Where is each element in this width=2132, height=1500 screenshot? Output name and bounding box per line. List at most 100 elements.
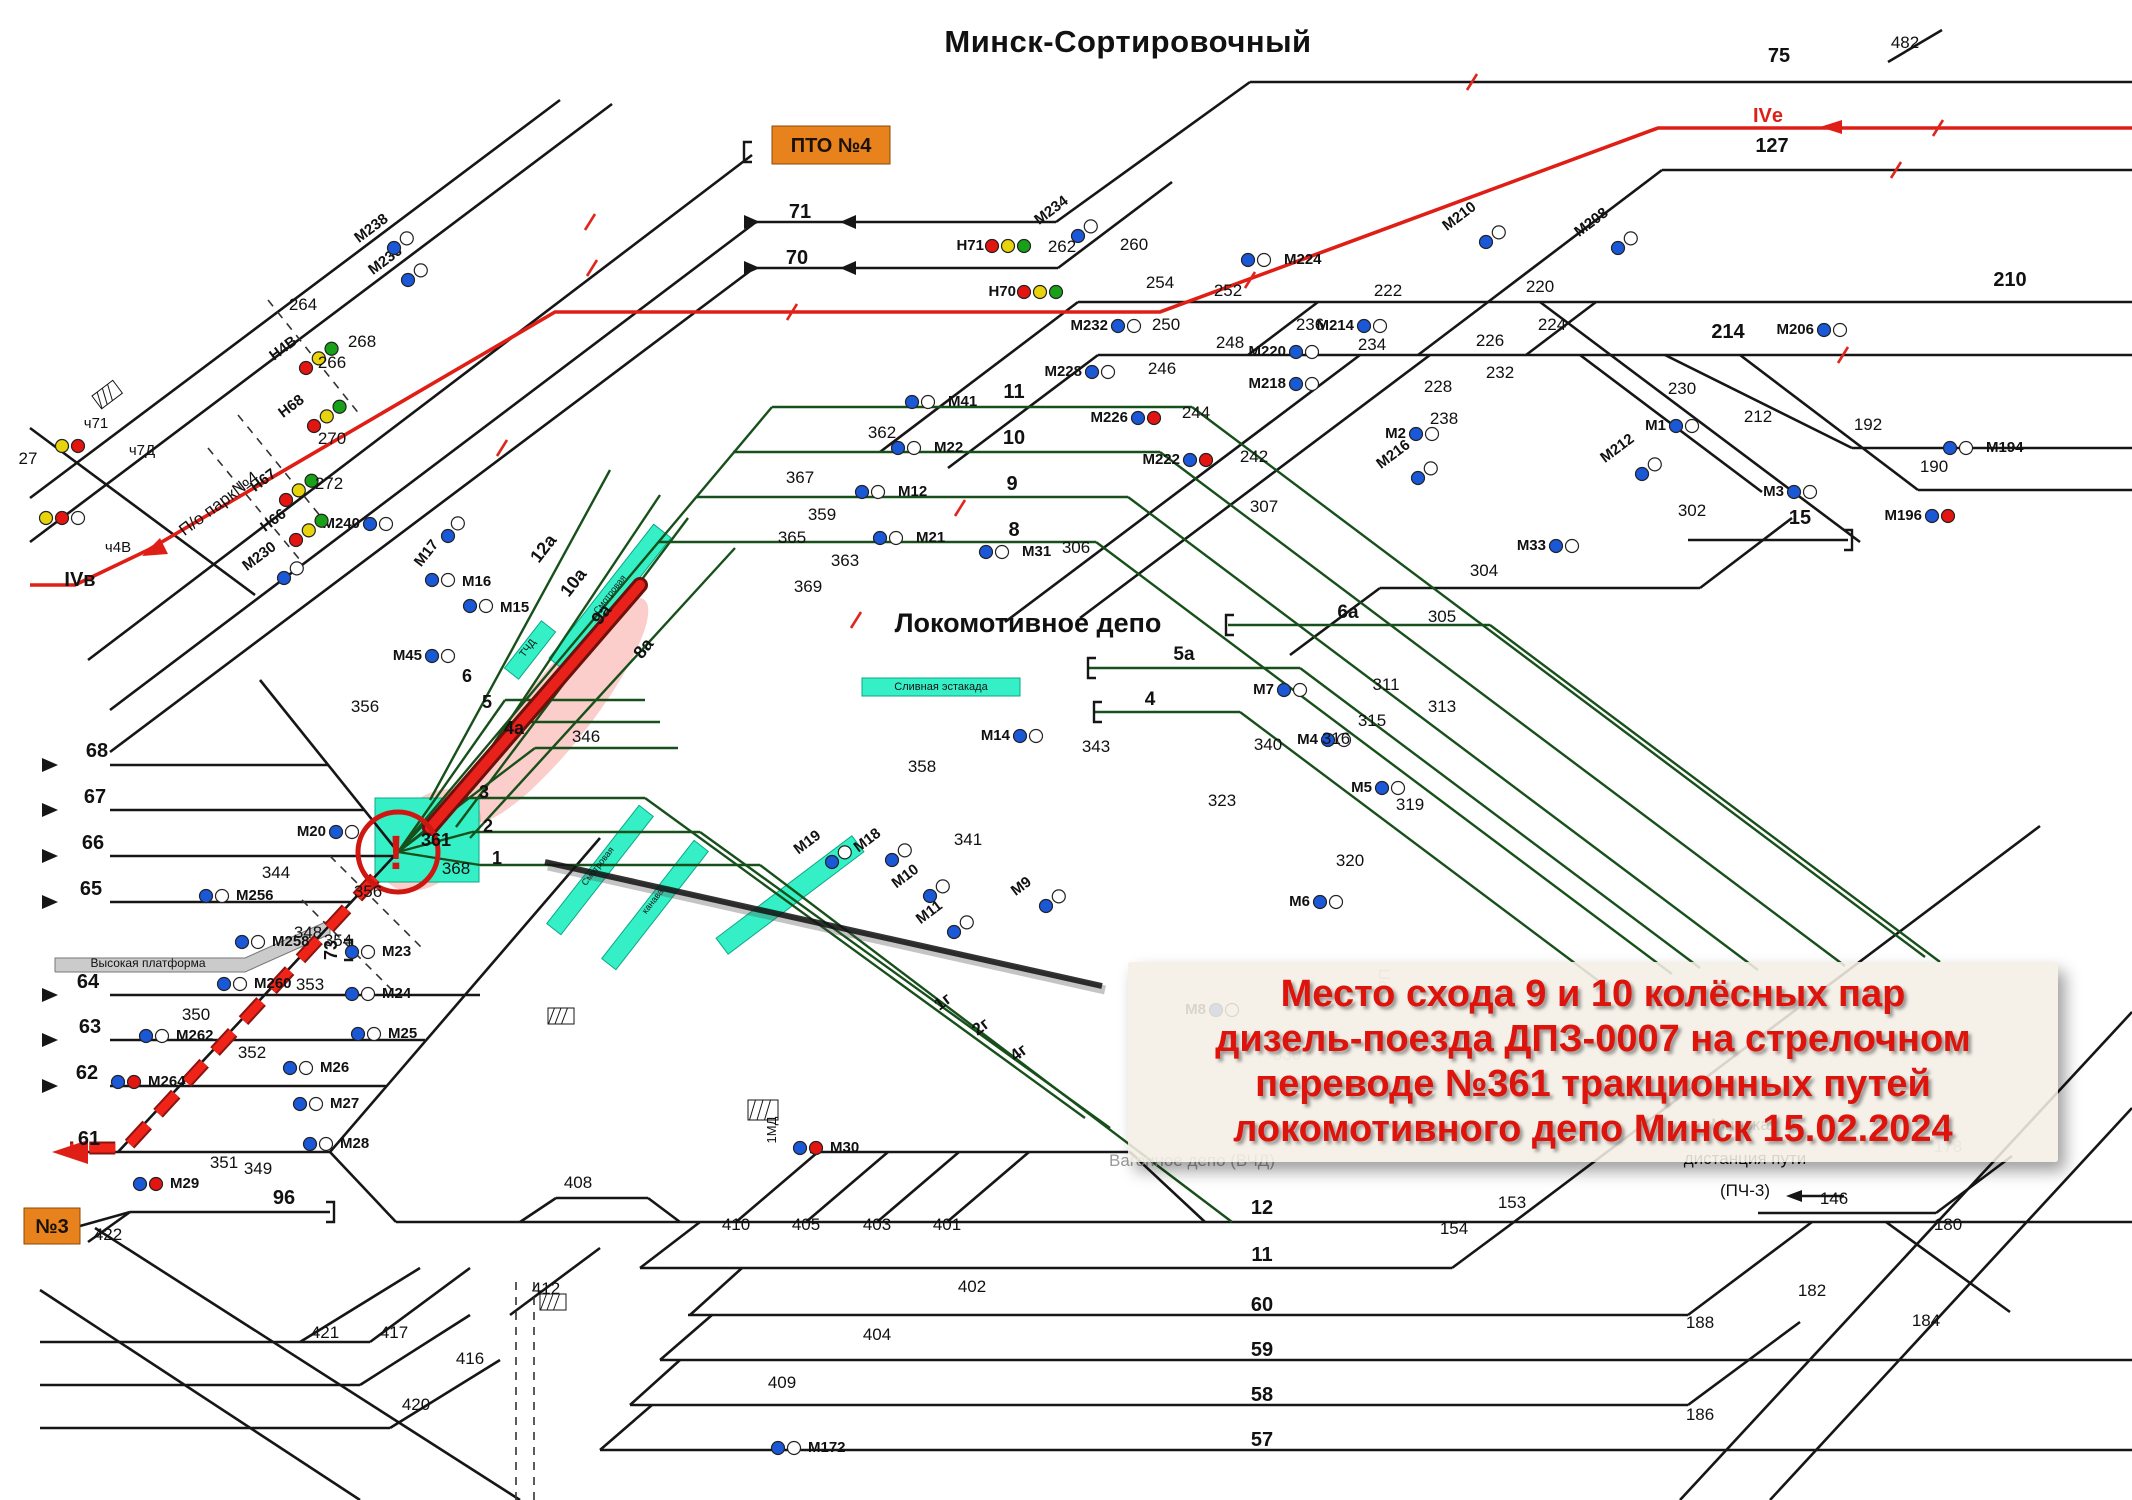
signal-lamp [232,976,248,992]
diagram-label: 369 [794,577,822,596]
track-line [659,1314,713,1361]
depot-track-line [1299,667,1701,969]
track-line [29,98,561,500]
diagram-label: 224 [1538,315,1566,334]
signal-label: М218 [1248,375,1286,392]
diagram-label: 323 [1208,791,1236,810]
diagram-label: 421 [311,1323,339,1342]
track-line [389,1358,501,1430]
diagram-label: 417 [380,1323,408,1342]
signal-lamp [54,510,70,526]
red-tick-mark [1243,271,1257,289]
diagram-label: 230 [1668,379,1696,398]
diagram-label: 350 [182,1005,210,1024]
signal-lamp [362,516,378,532]
dashed-boundary-line [207,447,301,561]
diagram-label: 348 [294,923,322,942]
signal-lamp [904,394,920,410]
track-line [109,266,755,754]
diagram-label: 214 [1711,321,1745,343]
signal-label: М26 [320,1059,349,1076]
diagram-label: 368 [442,859,470,878]
signal-lamp [1070,228,1086,244]
dashed-boundary-line [329,855,425,951]
depot-track-line [1489,624,1941,963]
signal-lamp [1051,889,1066,904]
diagram-label: 352 [238,1043,266,1062]
incident-circle [355,809,441,895]
diagram-label: 242 [1240,447,1268,466]
signal-lamp [1647,457,1662,472]
track-line [1451,1220,1515,1270]
signal-lamp [978,544,994,560]
signal-lamp [837,845,852,860]
diagram-label: 343 [1082,737,1110,756]
inspection-pit-platform [601,839,709,971]
diagram-label: 264 [289,295,317,314]
depot-track-line [1191,406,1926,958]
track-line [109,220,757,712]
signal-label: М24 [382,985,412,1002]
signal-lamp [214,888,230,904]
signal-label: М206 [1776,321,1814,338]
track-line [1687,1320,1801,1407]
diagram-label: 4а [504,718,525,738]
diagram-label: 246 [1148,359,1176,378]
diagram-label: 410 [722,1215,750,1234]
diagram-label: 248 [1216,333,1244,352]
signal-lamp [1408,426,1424,442]
diagram-label: 6 [462,666,472,686]
track-line [1417,300,1489,357]
track-line [647,1196,681,1224]
diagram-label: 228 [1424,377,1452,396]
diagram-label: 65 [80,878,102,900]
signal-lamp [1304,376,1320,392]
diagram-label: 351 [210,1153,238,1172]
diagram-label: 153 [1498,1193,1526,1212]
signal-label: М3 [1763,483,1784,500]
direction-arrow [744,261,760,275]
signal-lamp [1100,364,1116,380]
track-line [329,837,601,1153]
signal-lamp [344,986,360,1002]
red-tick-mark [495,439,509,457]
diagram-label: 180 [1934,1215,1962,1234]
track-end-bracket [1086,656,1096,680]
signal-lamp [884,852,900,868]
diagram-label: 403 [863,1215,891,1234]
diagram-label: ч71 [84,415,109,432]
diagram-label: 5 [482,692,492,712]
signal-lamp [1146,410,1162,426]
diagram-label: 59 [1251,1339,1273,1361]
signal-lamp [1478,234,1494,250]
track-end-bracket [326,1200,336,1224]
signal-lamp [1668,418,1684,434]
diagram-label: 184 [1912,1311,1940,1330]
annotation-line: Место схода 9 и 10 колёсных пар [1280,973,1906,1015]
diagram-label: 412 [532,1279,560,1298]
signal-lamp [1634,466,1650,482]
signal-lamp [1924,508,1940,524]
signal-label: М222 [1142,451,1180,468]
signal-lamp [344,824,360,840]
signal-label: М256 [236,887,274,904]
signal-lamp [250,934,266,950]
signal-lamp [984,238,1000,254]
direction-arrow [42,988,58,1002]
signal-lamp [301,523,316,538]
diagram-label: 401 [933,1215,961,1234]
diagram-label: 4 [1145,689,1156,710]
signal-lamp [276,570,292,586]
diagram-label: 238 [1430,409,1458,428]
diagram-label: ч7Д [129,442,155,459]
diagram-label: 306 [1062,538,1090,557]
track-line [735,1151,819,1223]
direction-arrow [1786,1190,1802,1202]
red-route-line [30,126,2132,587]
red-tick-mark [1889,161,1903,179]
diagram-label: 9 [1006,473,1017,495]
diagram-label: 315 [1358,711,1386,730]
signal-lamp [872,530,888,546]
track-line [876,1151,960,1223]
diagram-label: 212 [1744,407,1772,426]
